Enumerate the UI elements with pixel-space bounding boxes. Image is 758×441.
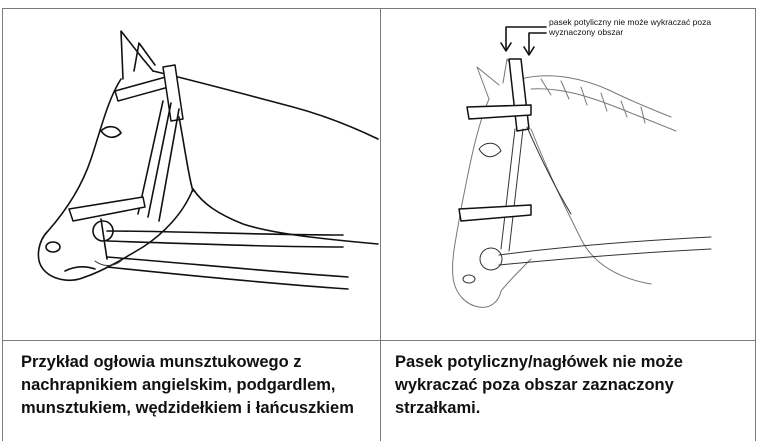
eye	[101, 127, 121, 138]
double-bridle-illustration-cell	[2, 8, 381, 341]
double-bridle-horse-head-drawing	[3, 9, 381, 341]
bridoon-rein-bottom	[107, 241, 343, 247]
mane-strands	[541, 79, 645, 123]
curb-rein-top	[107, 257, 348, 277]
nostril	[46, 242, 60, 252]
headpiece-area-illustration-cell: pasek potyliczny nie może wykraczać poza…	[380, 8, 756, 341]
neck-top-outline	[153, 71, 378, 139]
cheekpiece-2	[509, 129, 523, 251]
neck-bottom-outline	[193, 189, 378, 244]
head-front-outline	[453, 99, 501, 307]
left-caption-cell: Przykład ogłowia munsztukowego z nachrap…	[2, 340, 381, 441]
ear-left	[477, 67, 499, 99]
throatlatch	[179, 117, 193, 191]
cheekpiece-3	[159, 109, 179, 221]
eye	[479, 143, 501, 157]
left-caption: Przykład ogłowia munsztukowego z nachrap…	[21, 351, 370, 420]
right-caption-cell: Pasek potyliczny/nagłówek nie może wykra…	[380, 340, 756, 441]
crown-piece	[163, 65, 183, 121]
cheekpiece-1	[501, 129, 515, 249]
curb-rein-bottom	[107, 267, 348, 289]
left-arrow	[506, 27, 546, 49]
rein-top	[499, 237, 711, 255]
head-front-outline	[38, 79, 121, 280]
noseband	[459, 205, 531, 221]
ear-back	[134, 43, 155, 71]
bit-ring	[480, 248, 502, 270]
noseband	[69, 197, 145, 221]
bridoon-rein-top	[107, 231, 343, 235]
headpiece-area-horse-drawing	[381, 9, 756, 341]
nostril	[463, 275, 475, 283]
curb-shank	[101, 219, 107, 259]
crown-piece	[509, 59, 529, 131]
mouth	[65, 267, 95, 271]
right-caption: Pasek potyliczny/nagłówek nie może wykra…	[395, 351, 745, 420]
mane-top	[521, 76, 671, 117]
